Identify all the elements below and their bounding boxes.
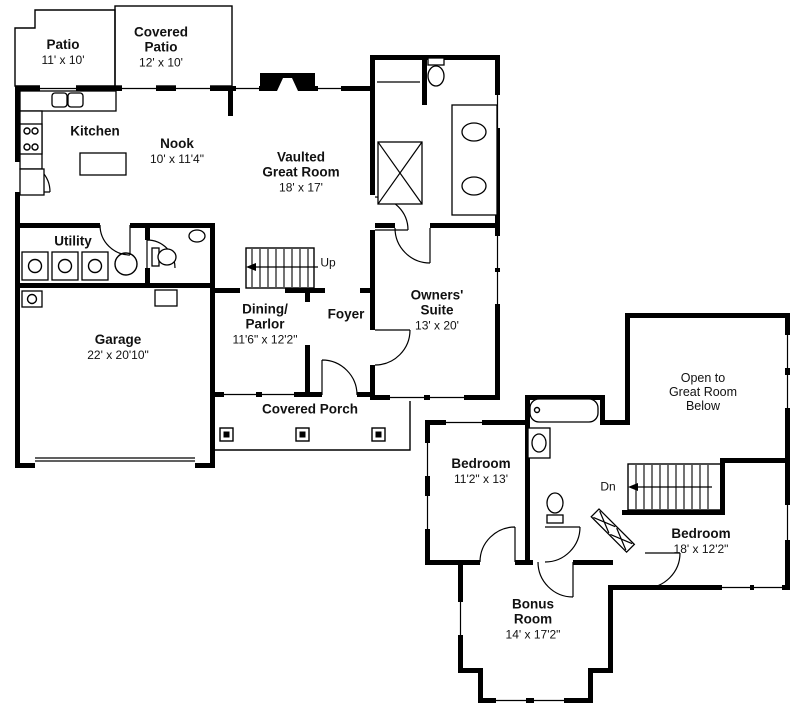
room-label-dining-parlor: Dining/ Parlor 11'6" x 12'2" — [233, 301, 298, 346]
stairs-up-label: Up — [320, 254, 335, 269]
upper-bath-fixtures — [527, 398, 599, 524]
porch-posts — [219, 427, 386, 442]
owners-bath-fixtures — [377, 57, 498, 216]
upper-floor-windows — [424, 335, 791, 704]
main-floor — [14, 5, 501, 468]
room-name: Covered Patio — [133, 24, 189, 55]
room-label-foyer: Foyer — [328, 306, 365, 321]
room-name: Utility — [54, 233, 92, 249]
room-name: Owners' Suite — [410, 287, 464, 318]
room-dims: 18' x 17' — [279, 180, 323, 195]
room-dims: 10' x 11'4" — [150, 151, 204, 166]
room-dims: 11'2" x 13' — [453, 471, 508, 486]
utility-fixtures — [21, 251, 138, 281]
stairs-up — [245, 247, 318, 289]
room-name: Open to Great Room Below — [668, 371, 738, 413]
direction-text: Dn — [600, 479, 616, 494]
room-label-covered-porch: Covered Porch — [262, 401, 358, 416]
room-label-great-room: Vaulted Great Room 18' x 17' — [262, 149, 339, 194]
room-label-bedroom-2: Bedroom 18' x 12'2" — [671, 526, 730, 556]
room-label-utility: Utility — [54, 233, 92, 248]
room-dims: 18' x 12'2" — [673, 541, 729, 556]
room-dims: 12' x 10' — [139, 55, 183, 70]
room-dims: 13' x 20' — [415, 318, 459, 333]
upper-floor-doors — [479, 526, 681, 598]
room-name: Bonus Room — [511, 596, 554, 627]
room-name: Bedroom — [451, 455, 511, 471]
room-dims: 22' x 20'10" — [87, 347, 149, 362]
room-label-covered-patio: Covered Patio 12' x 10' — [134, 24, 188, 69]
room-name: Dining/ Parlor — [242, 301, 288, 332]
room-label-bonus-room: Bonus Room 14' x 17'2" — [506, 596, 561, 641]
room-label-owners-suite: Owners' Suite 13' x 20' — [411, 287, 464, 332]
kitchen-fixtures — [19, 90, 127, 196]
room-dims: 11' x 10' — [41, 52, 85, 67]
room-name: Patio — [46, 36, 80, 52]
room-dims: 11'6" x 12'2" — [232, 332, 298, 347]
stairs-down — [627, 463, 723, 511]
garage-fixtures — [21, 289, 195, 468]
closet-bifold-doors — [590, 508, 636, 554]
room-label-nook: Nook 10' x 11'4" — [150, 136, 204, 166]
fireplace-icon — [260, 73, 315, 91]
stairs-down-label: Dn — [600, 478, 615, 493]
upper-floor — [424, 313, 791, 704]
vanity — [451, 104, 498, 216]
room-label-open-below: Open to Great Room Below — [669, 371, 737, 413]
room-name: Foyer — [327, 306, 365, 322]
kitchen-island — [79, 152, 127, 176]
room-label-garage: Garage 22' x 20'10" — [87, 332, 149, 362]
room-name: Kitchen — [70, 123, 120, 139]
room-name: Covered Porch — [261, 401, 359, 417]
room-name: Garage — [94, 331, 142, 347]
room-name: Vaulted Great Room — [262, 149, 340, 180]
direction-text: Up — [320, 255, 336, 270]
room-name: Bedroom — [671, 525, 731, 541]
room-label-bedroom-1: Bedroom 11'2" x 13' — [451, 456, 510, 486]
room-label-patio: Patio 11' x 10' — [41, 37, 84, 67]
bathtub — [529, 398, 599, 423]
room-label-kitchen: Kitchen — [70, 123, 120, 138]
room-name: Nook — [160, 135, 194, 151]
powder-room-fixtures — [151, 229, 206, 267]
room-dims: 14' x 17'2" — [505, 627, 561, 642]
